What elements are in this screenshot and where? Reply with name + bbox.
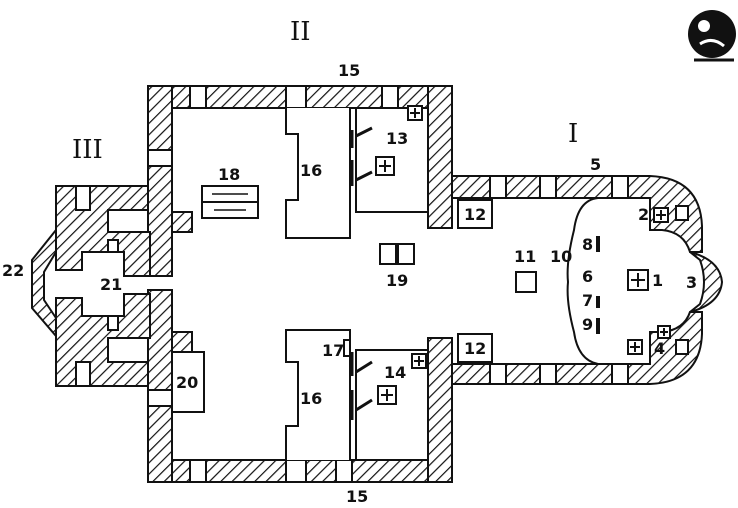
font-20	[171, 351, 205, 413]
section-label-III: III	[72, 135, 103, 165]
library-stamp-icon	[688, 10, 736, 62]
label-7: 7	[582, 291, 593, 310]
sanctuary-windows	[489, 175, 689, 385]
label-8: 8	[582, 235, 593, 254]
label-17: 17	[322, 341, 344, 360]
label-12-bottom: 12	[464, 339, 486, 358]
marker-17	[343, 339, 351, 357]
inner-partitions	[285, 108, 428, 460]
label-15-bottom: 15	[346, 487, 368, 506]
label-5: 5	[590, 155, 601, 174]
label-20: 20	[176, 373, 198, 392]
label-2: 2	[638, 205, 649, 224]
label-11: 11	[514, 247, 536, 266]
label-6: 6	[582, 267, 593, 286]
narthex-walls	[31, 185, 151, 387]
section-label-I: I	[568, 119, 578, 149]
door-swings	[350, 126, 373, 420]
label-3: 3	[686, 273, 697, 292]
label-19: 19	[386, 271, 408, 290]
label-12-top: 12	[464, 205, 486, 224]
narthex-windows	[75, 185, 119, 387]
label-4: 4	[654, 339, 665, 358]
label-10: 10	[550, 247, 572, 266]
label-18: 18	[218, 165, 240, 184]
label-1: 1	[652, 271, 663, 290]
cross-altars	[375, 105, 671, 405]
label-15-top: 15	[338, 61, 360, 80]
table-11	[515, 271, 537, 293]
label-16-bottom: 16	[300, 389, 322, 408]
label-14: 14	[384, 363, 406, 382]
label-22: 22	[2, 261, 24, 280]
label-13: 13	[386, 129, 408, 148]
corner-blocks	[457, 199, 493, 363]
lectern-19	[379, 243, 415, 265]
label-21: 21	[100, 275, 122, 294]
iconostasis-screen	[566, 197, 599, 365]
label-9: 9	[582, 315, 593, 334]
bench-18	[201, 185, 259, 219]
label-16-top: 16	[300, 161, 322, 180]
section-label-II: II	[290, 17, 311, 47]
sanctuary-walls	[451, 175, 724, 385]
